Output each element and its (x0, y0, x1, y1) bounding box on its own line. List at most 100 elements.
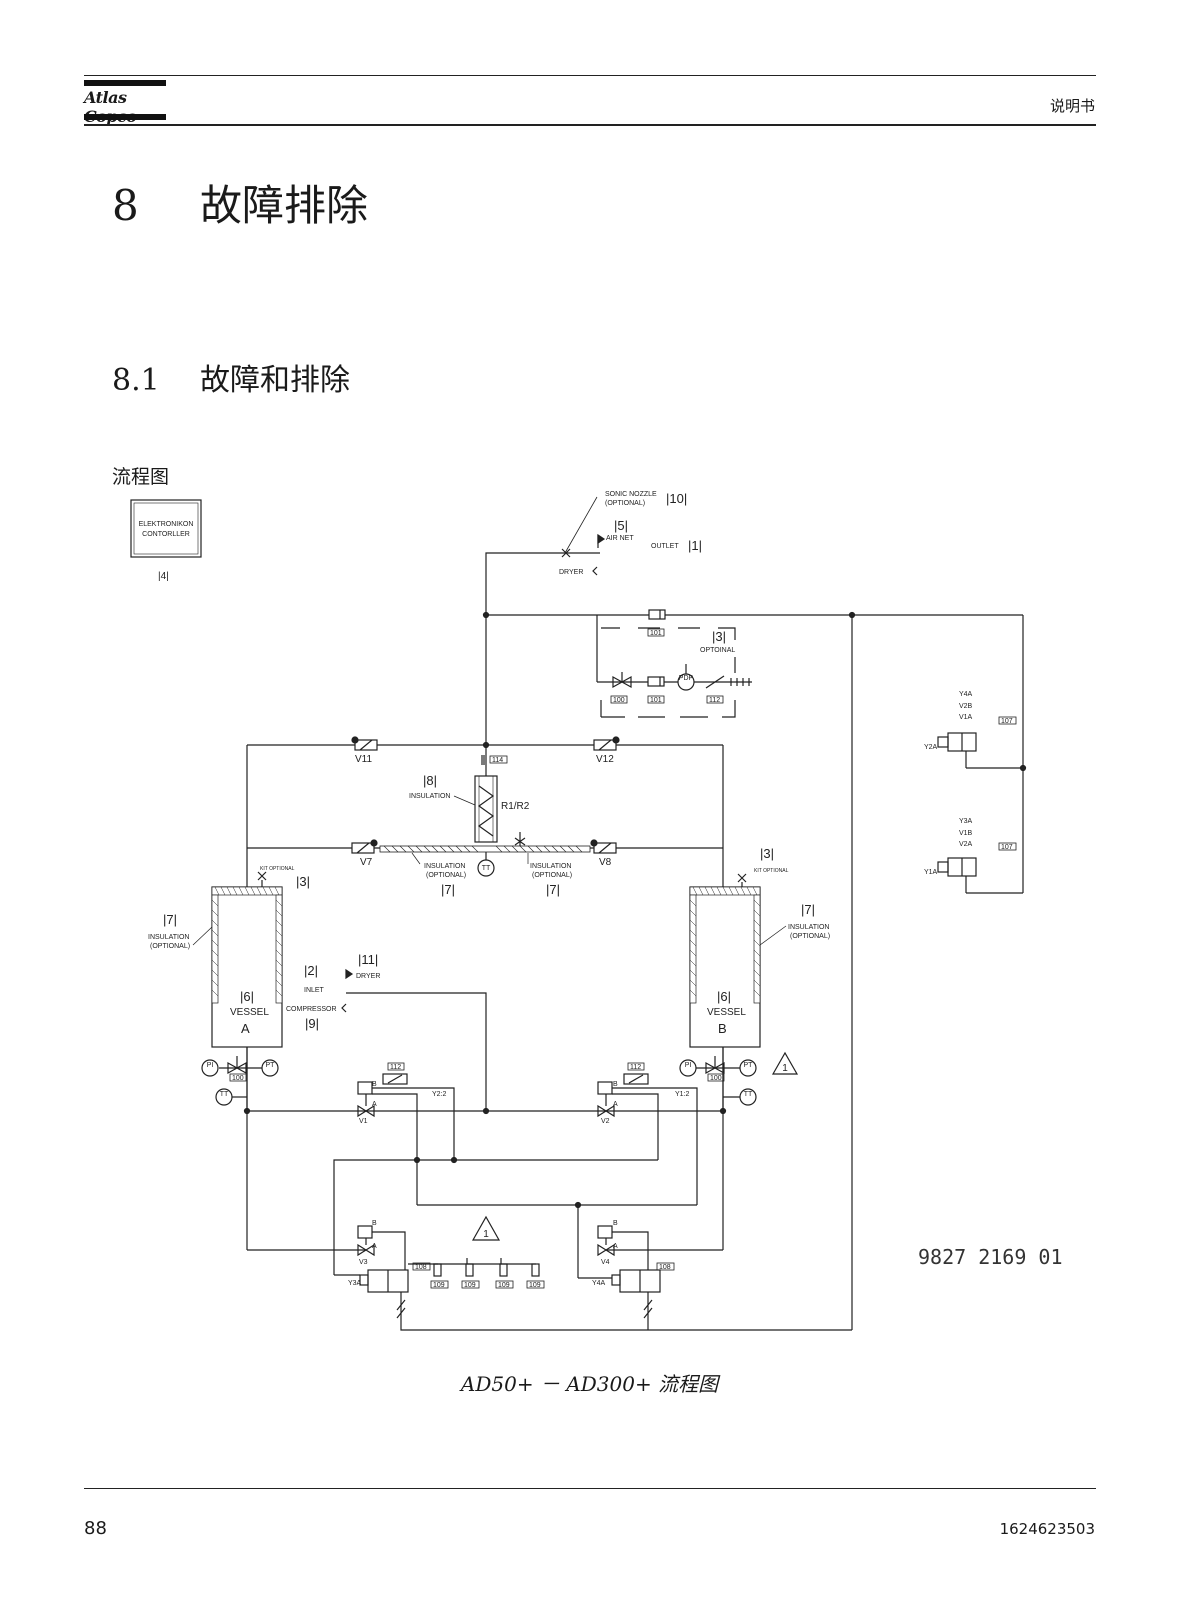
ref3-b: |3| (760, 846, 774, 861)
atlas-copco-logo: Atlas Copco (84, 80, 166, 126)
valve-v11-label: V11 (355, 754, 372, 765)
inlet-section: |2| INLET |11| DRYER COMPRESSOR |9| (286, 952, 487, 1111)
outlet-section: SONIC NOZZLE (OPTIONAL) |10| |5| AIR NET… (485, 491, 702, 615)
chapter-heading: 8 故障排除 (112, 172, 368, 233)
valve-v8-label: V8 (599, 857, 612, 868)
v3-port-b: B (372, 1220, 377, 1227)
dryer-top-label: DRYER (559, 569, 583, 576)
pt-sensor-a: PT (266, 1062, 276, 1069)
tag-100-kit: 100 (613, 697, 625, 704)
vessel-b: |6| VESSEL B KIT OPTIONAL |3| |7| INSULA… (689, 846, 830, 1048)
pi-sensor-b: PI (685, 1062, 692, 1069)
tag-107-b: 107 (1001, 844, 1013, 851)
tt-sensor-a: TT (220, 1091, 229, 1098)
sonic-nozzle-label-2: (OPTIONAL) (605, 500, 645, 507)
sol-top-l1: Y4A (959, 691, 973, 698)
vessel-a-ref: |6| (240, 989, 254, 1004)
tag-101-kit: 101 (650, 697, 662, 704)
inlet-ref: |2| (304, 963, 318, 978)
tag-112-kit: 112 (709, 697, 720, 704)
tt-sensor-b: TT (744, 1091, 753, 1098)
header-doc-type: 说明书 (1049, 97, 1095, 115)
vessel-b-letter: B (718, 1021, 727, 1036)
tag-107-a: 107 (1001, 718, 1013, 725)
insul-opt-l1-mid: INSULATION (530, 863, 572, 870)
section-number: 8.1 (112, 363, 160, 398)
y3a-label: Y3A (348, 1280, 362, 1287)
insul-a-l2: (OPTIONAL) (150, 943, 190, 950)
v4-port-b: B (613, 1220, 618, 1227)
sol-bot-l3: V2A (959, 841, 973, 848)
tag-109-2: 109 (464, 1282, 476, 1289)
y22-label: Y2:2 (432, 1091, 447, 1098)
drain-silencers: 109 109 109 109 (408, 1258, 545, 1289)
chapter-number: 8 (112, 181, 139, 230)
sol-bot-l1: Y3A (959, 818, 973, 825)
v2-port-a: A (613, 1101, 618, 1108)
heater-assembly: 114 |8| INSULATION R1/R2 (409, 745, 530, 843)
tag-109-4: 109 (529, 1282, 541, 1289)
insul-opt-l2-left: (OPTIONAL) (426, 872, 466, 879)
warning-1-bottom: 1 (483, 1229, 489, 1240)
controller-box: ELEKTRONIKON CONTORLLER |4| (130, 499, 202, 582)
optional-kit-ref: |3| (712, 629, 726, 644)
vessel-b-ref: |6| (717, 989, 731, 1004)
valve-v12-label: V12 (596, 754, 614, 765)
ref3-a: |3| (296, 874, 310, 889)
tag-112-v1: 112 (390, 1064, 401, 1071)
controller-ref: |4| (158, 571, 169, 582)
insulation-label: INSULATION (409, 793, 451, 800)
air-net-ref: |5| (614, 518, 628, 533)
insul-opt-l1-left: INSULATION (424, 863, 466, 870)
insul-b-l2: (OPTIONAL) (790, 933, 830, 940)
insul-opt-l2-mid: (OPTIONAL) (532, 872, 572, 879)
figure-caption: AD50+ － AD300+ 流程图 (460, 1372, 719, 1396)
insul-b-l1: INSULATION (788, 924, 830, 931)
y2a-label: Y2A (924, 744, 938, 751)
tag-112-v2: 112 (630, 1064, 641, 1071)
pt-sensor-b: PT (744, 1062, 754, 1069)
subsection-title: 流程图 (112, 466, 170, 488)
solenoid-panel: Y4A V2B V1A 107 Y2A Y3A V1B V2A 107 Y1A (924, 615, 1027, 894)
insul-a-l1: INSULATION (148, 934, 190, 941)
vessel-b-sensors: 100 PI PT TT 1 (679, 1051, 799, 1106)
warning-1-right: 1 (782, 1063, 788, 1074)
outlet-label: OUTLET (651, 543, 679, 550)
valve-v2-assembly: A B V2 112 Y1:2 (597, 1062, 698, 1205)
kit-optional-label-b: KIT OPTIONAL (754, 868, 789, 874)
diagram-doc-number: 9827 2169 01 (918, 1245, 1063, 1269)
tag-108-a: 108 (415, 1264, 427, 1271)
tag-108-b: 108 (659, 1264, 671, 1271)
insul-ref-left: |7| (441, 882, 455, 897)
controller-label-2: CONTORLLER (142, 531, 190, 538)
valve-v1-label: V1 (359, 1118, 368, 1125)
vessel-a: |6| VESSEL A KIT OPTIONAL |3| |7| INSULA… (148, 866, 310, 1048)
tag-109-1: 109 (433, 1282, 445, 1289)
heater-label: R1/R2 (501, 801, 530, 812)
sonic-nozzle-label-1: SONIC NOZZLE (605, 491, 657, 498)
insulation-ref: |8| (423, 773, 437, 788)
insul-ref-mid: |7| (546, 882, 560, 897)
chapter-title: 故障排除 (200, 181, 369, 230)
pi-sensor-a: PI (207, 1062, 214, 1069)
v2-port-b: B (613, 1081, 618, 1088)
valve-v4-label: V4 (601, 1259, 610, 1266)
y4a-label: Y4A (592, 1280, 606, 1287)
optional-kit-label: OPTOINAL (700, 647, 735, 654)
tag-100-a: 100 (232, 1075, 244, 1082)
tt-sensor-heater: TT (482, 865, 491, 872)
valve-v3-label: V3 (359, 1259, 368, 1266)
dryer-inlet-label: DRYER (356, 973, 380, 980)
tag-114: 114 (492, 757, 503, 764)
sol-top-l2: V2B (959, 703, 973, 710)
insul-ref-a: |7| (163, 912, 177, 927)
valve-v4-assembly: B A V4 Y4A 108 (578, 1220, 723, 1330)
dryer-inlet-ref: |11| (358, 952, 378, 967)
doc-id: 1624623503 (999, 1520, 1095, 1538)
tag-101-a: 101 (650, 630, 662, 637)
sonic-nozzle-ref: |10| (666, 491, 687, 506)
valve-v7-label: V7 (360, 857, 373, 868)
kit-optional-label-a: KIT OPTIONAL (260, 866, 295, 872)
vessel-a-sensors: 100 PI PT TT (201, 1056, 279, 1106)
